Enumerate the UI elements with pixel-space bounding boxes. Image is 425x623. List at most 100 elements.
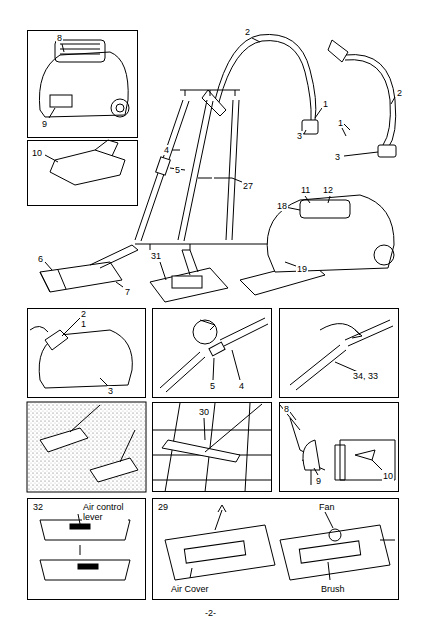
line-art	[213, 358, 214, 380]
line-art	[226, 100, 239, 240]
callout-number: 1	[322, 99, 329, 109]
line-art	[162, 440, 240, 462]
line-art	[352, 330, 362, 338]
callout-number: 12	[322, 185, 334, 195]
line-art	[50, 150, 125, 185]
line-art	[152, 403, 272, 492]
figure-panel: 32Air control lever	[27, 498, 146, 600]
callout-number: 29	[157, 502, 169, 512]
line-art	[120, 430, 135, 462]
part-label: Brush	[320, 584, 346, 594]
page-number: -2-	[204, 608, 217, 618]
callout-number: 5	[209, 381, 216, 391]
line-art	[311, 470, 312, 485]
line-art	[135, 100, 189, 241]
line-art	[345, 55, 396, 148]
line-art	[204, 418, 205, 440]
line-art	[160, 262, 166, 280]
line-art	[232, 350, 240, 380]
line-art	[62, 44, 64, 52]
line-art	[45, 155, 58, 162]
line-art	[215, 34, 316, 120]
line-art	[172, 150, 180, 151]
line-art	[184, 541, 245, 563]
callout-number: 18	[276, 201, 288, 211]
callout-number: 3	[107, 386, 114, 396]
figure-panel: 10	[27, 140, 138, 206]
line-art	[30, 326, 48, 332]
line-art	[300, 200, 350, 218]
line-art	[290, 412, 296, 420]
line-art	[344, 152, 378, 156]
line-art	[80, 545, 81, 555]
line-art	[328, 196, 330, 203]
callout-number: 1	[80, 319, 87, 329]
line-art	[95, 140, 118, 156]
line-art	[314, 468, 318, 475]
line-art	[78, 564, 98, 569]
line-art	[40, 520, 130, 540]
callout-number: 4	[163, 145, 170, 155]
line-art	[328, 40, 348, 62]
callout-number: 32	[32, 502, 44, 512]
line-art	[193, 320, 217, 344]
line-art	[78, 514, 80, 524]
line-art	[342, 128, 346, 136]
line-art	[290, 345, 346, 390]
line-art	[252, 38, 260, 42]
line-art	[178, 100, 213, 241]
line-art	[280, 525, 390, 580]
line-art	[202, 90, 226, 116]
line-art	[325, 512, 333, 528]
callout-number: 6	[37, 254, 44, 264]
line-art	[111, 99, 129, 117]
callout-number: 10	[31, 148, 43, 158]
line-art	[116, 282, 123, 287]
line-art	[45, 262, 52, 270]
panel-frame	[27, 402, 146, 492]
line-art	[328, 562, 330, 580]
callout-number: 9	[41, 119, 48, 129]
line-art	[50, 95, 72, 107]
line-art	[304, 130, 306, 134]
line-art	[198, 178, 212, 179]
line-art	[232, 178, 242, 182]
line-art	[39, 330, 132, 388]
line-art	[49, 108, 55, 118]
part-label: Fan	[318, 502, 336, 512]
line-art	[156, 157, 171, 175]
line-art	[90, 458, 138, 482]
callout-number: 7	[124, 287, 131, 297]
figure-panel: 8910	[279, 402, 399, 492]
callout-number: 11	[300, 185, 311, 195]
line-art	[62, 318, 80, 336]
line-art	[380, 540, 395, 541]
callout-number: 34, 33	[352, 371, 379, 381]
line-art	[28, 403, 145, 491]
line-art	[391, 97, 395, 104]
line-art	[299, 541, 360, 563]
callout-number: 5	[174, 165, 181, 175]
figure-panel: 29FanAir CoverBrush	[152, 498, 399, 600]
line-art	[190, 568, 192, 578]
line-art	[378, 145, 396, 157]
callout-number: 4	[238, 381, 245, 391]
callout-number: 2	[396, 88, 403, 98]
line-art	[285, 262, 296, 266]
callout-number: 10	[382, 471, 394, 481]
line-art	[235, 90, 236, 96]
line-art	[185, 90, 186, 96]
line-art	[210, 90, 211, 96]
line-art	[160, 352, 205, 392]
line-art	[90, 245, 138, 268]
line-art	[214, 178, 232, 179]
callout-number: 31	[150, 251, 162, 261]
line-art	[280, 405, 300, 430]
figure-panel: 30	[152, 402, 272, 492]
callout-number: 30	[198, 407, 210, 417]
callout-number: 8	[283, 404, 290, 414]
line-art	[335, 440, 395, 480]
callout-number: 2	[80, 309, 87, 319]
line-art	[215, 505, 226, 530]
